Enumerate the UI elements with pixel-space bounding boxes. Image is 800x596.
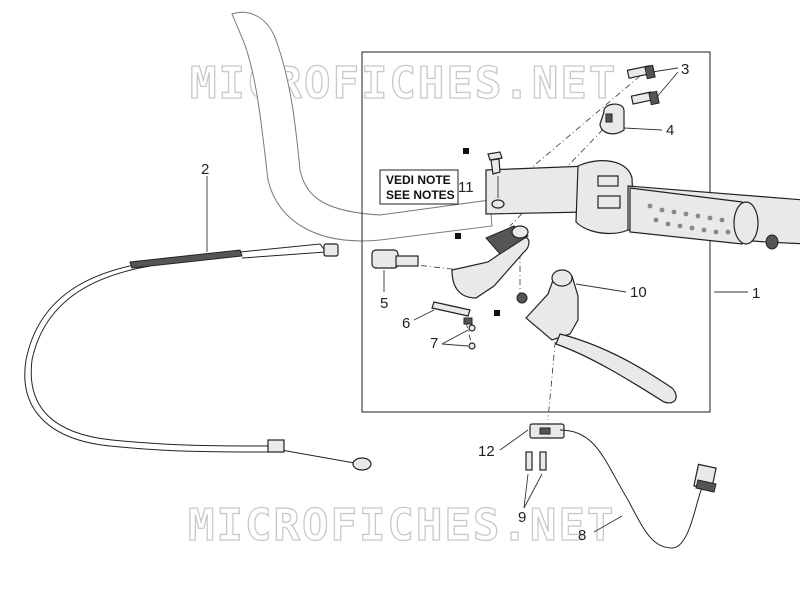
note-line-2: SEE NOTES: [386, 188, 455, 202]
clutch-lever-part-10: [516, 269, 677, 404]
clutch-cable-part-2: [24, 243, 372, 471]
grip-texture: [647, 203, 731, 235]
wire-part-8: [559, 429, 717, 549]
clamp-part-4: [599, 103, 625, 135]
note-line-1: VEDI NOTE: [386, 173, 451, 187]
nut-part-7: [468, 324, 476, 350]
callout-10: 10: [630, 284, 647, 301]
handlebar-grip: [485, 160, 800, 250]
leader-lines: [206, 67, 748, 533]
callout-6: 6: [402, 315, 410, 332]
callout-12: 12: [478, 443, 495, 460]
callout-5: 5: [380, 295, 388, 312]
callout-11: 11: [458, 179, 474, 196]
screw-part-9: [525, 451, 547, 471]
callout-3: 3: [681, 61, 689, 78]
callout-8: 8: [578, 527, 586, 544]
adjuster-part-5: [371, 249, 419, 269]
switch-part-12: [529, 423, 565, 439]
lever-bracket: [451, 225, 530, 299]
callout-labels: 1 2 3 4 5 6 7 8 9 10 11 12: [201, 61, 760, 544]
feature-markers: [455, 148, 500, 316]
watermark-bottom: MICROFICHES.NET: [188, 500, 615, 551]
callout-7: 7: [430, 335, 438, 352]
callout-2: 2: [201, 161, 209, 178]
callout-4: 4: [666, 122, 674, 139]
pivot-pin-part-6: [431, 301, 473, 325]
screw-part-3: [626, 64, 660, 106]
callout-1: 1: [752, 285, 760, 302]
callout-9: 9: [518, 509, 526, 526]
pin-part-11: [487, 151, 505, 209]
see-notes-box: VEDI NOTE SEE NOTES: [379, 169, 459, 205]
handlebar-ghost: [231, 11, 493, 242]
